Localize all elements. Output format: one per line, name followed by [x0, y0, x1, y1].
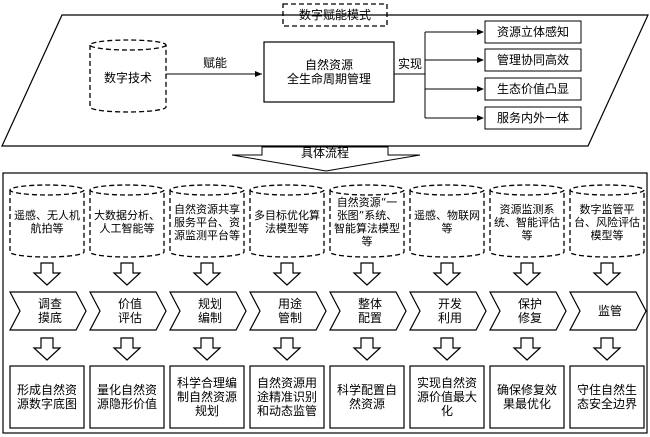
title-box: [282, 3, 388, 27]
outcome-box: [484, 106, 582, 130]
outcome-text: 管理协同高效: [496, 53, 569, 67]
down-arrow: [352, 262, 382, 286]
down-arrow: [112, 262, 142, 286]
down-arrow: [512, 337, 542, 361]
step-chevron: [9, 291, 87, 331]
down-arrow: [32, 262, 62, 286]
tech-text: 遥感、物联网等: [414, 209, 480, 235]
result-text: 科学配置自然资源: [336, 383, 397, 411]
step-text: 规划 编制: [197, 297, 222, 325]
step-text: 保护 修复: [517, 297, 542, 325]
tech-cylinder-0: [9, 190, 85, 258]
branch-arrowhead: [477, 57, 484, 63]
result-box: [9, 365, 85, 429]
step-chevron: [329, 291, 407, 331]
outcome-box: [484, 77, 582, 101]
down-arrow: [272, 337, 302, 361]
tech-cylinder-top: [89, 39, 167, 51]
tech-text: 多目标优化算法模型等: [254, 209, 320, 235]
realize-label: 实现: [397, 57, 422, 71]
branch-arrowhead: [477, 115, 484, 121]
tech-text: 资源监测系统、智能评估等: [494, 202, 560, 242]
tech-cylinder-2: [169, 190, 245, 258]
top-frame: [1, 14, 649, 147]
tech-text: 遥感、无人机航拍等: [14, 209, 80, 235]
enable-arrowhead: [255, 71, 262, 77]
outcome-text: 服务内外一体: [496, 111, 569, 125]
down-arrow: [432, 337, 462, 361]
down-arrow: [272, 262, 302, 286]
step-text: 开发 利用: [437, 297, 462, 325]
branch-arrowhead: [477, 86, 484, 92]
outcome-box: [484, 48, 582, 72]
down-arrow: [192, 337, 222, 361]
process-frame: [2, 172, 648, 434]
outcome-box: [484, 20, 582, 44]
title-text: 数字赋能模式: [298, 8, 371, 22]
tech-text: 数字监管平台、风险评估模型等: [574, 202, 640, 242]
step-chevron: [89, 291, 167, 331]
step-chevron: [249, 291, 327, 331]
step-chevron: [489, 291, 567, 331]
down-arrow: [432, 262, 462, 286]
result-box: [249, 365, 325, 429]
tech-text: 自然资源共享服务平台、资源监测平台等: [174, 202, 240, 242]
down-arrow: [352, 337, 382, 361]
branch-arrowhead: [477, 29, 484, 35]
result-box: [409, 365, 485, 429]
result-box: [329, 365, 405, 429]
down-arrow: [592, 262, 622, 286]
tech-cylinder-3: [249, 190, 325, 258]
tech-text: 数字技术: [103, 70, 152, 85]
flow-arrow: [231, 146, 421, 172]
result-text: 形成自然资源数字底图: [16, 383, 77, 411]
tech-cylinder-4: [329, 190, 405, 258]
step-chevron: [569, 291, 647, 331]
step-text: 调查 摸底: [37, 297, 62, 325]
down-arrow: [112, 337, 142, 361]
down-arrow: [192, 262, 222, 286]
flow-label: 具体流程: [300, 146, 349, 160]
outcome-text: 资源立体感知: [496, 25, 569, 39]
step-chevron: [409, 291, 487, 331]
tech-text: 大数据分析、人工智能等: [94, 209, 160, 235]
outcome-text: 生态价值凸显: [496, 82, 569, 96]
tech-cylinder-5: [409, 190, 485, 258]
result-text: 量化自然资源隐形价值: [96, 383, 157, 411]
tech-text: 自然资源“一张图”系统、智能算法模型等: [334, 196, 400, 248]
tech-cylinder: [89, 45, 167, 113]
core-text: 自然资源 全生命周期管理: [286, 58, 371, 86]
result-text: 自然资源用途精准识别和动态监管: [256, 376, 317, 418]
tech-cylinder-1: [89, 190, 165, 258]
down-arrow: [592, 337, 622, 361]
result-box: [569, 365, 645, 429]
step-text: 用途 管制: [277, 297, 302, 325]
enable-label: 赋能: [202, 56, 227, 70]
result-box: [169, 365, 245, 429]
step-text: 监管: [597, 304, 622, 318]
tech-cylinder-7: [569, 190, 645, 258]
tech-cylinder-6: [489, 190, 565, 258]
step-chevron: [169, 291, 247, 331]
down-arrow: [512, 262, 542, 286]
result-box: [89, 365, 165, 429]
result-text: 守住自然生态安全边界: [576, 383, 637, 411]
result-text: 实现自然资源价值最大化: [416, 376, 477, 418]
result-box: [489, 365, 565, 429]
down-arrow: [32, 337, 62, 361]
result-text: 确保修复效果最优化: [496, 383, 557, 411]
step-text: 整体 配置: [357, 297, 382, 325]
result-text: 科学合理编制自然资源规划: [176, 376, 237, 418]
core-box: [263, 41, 395, 103]
step-text: 价值 评估: [117, 297, 142, 325]
